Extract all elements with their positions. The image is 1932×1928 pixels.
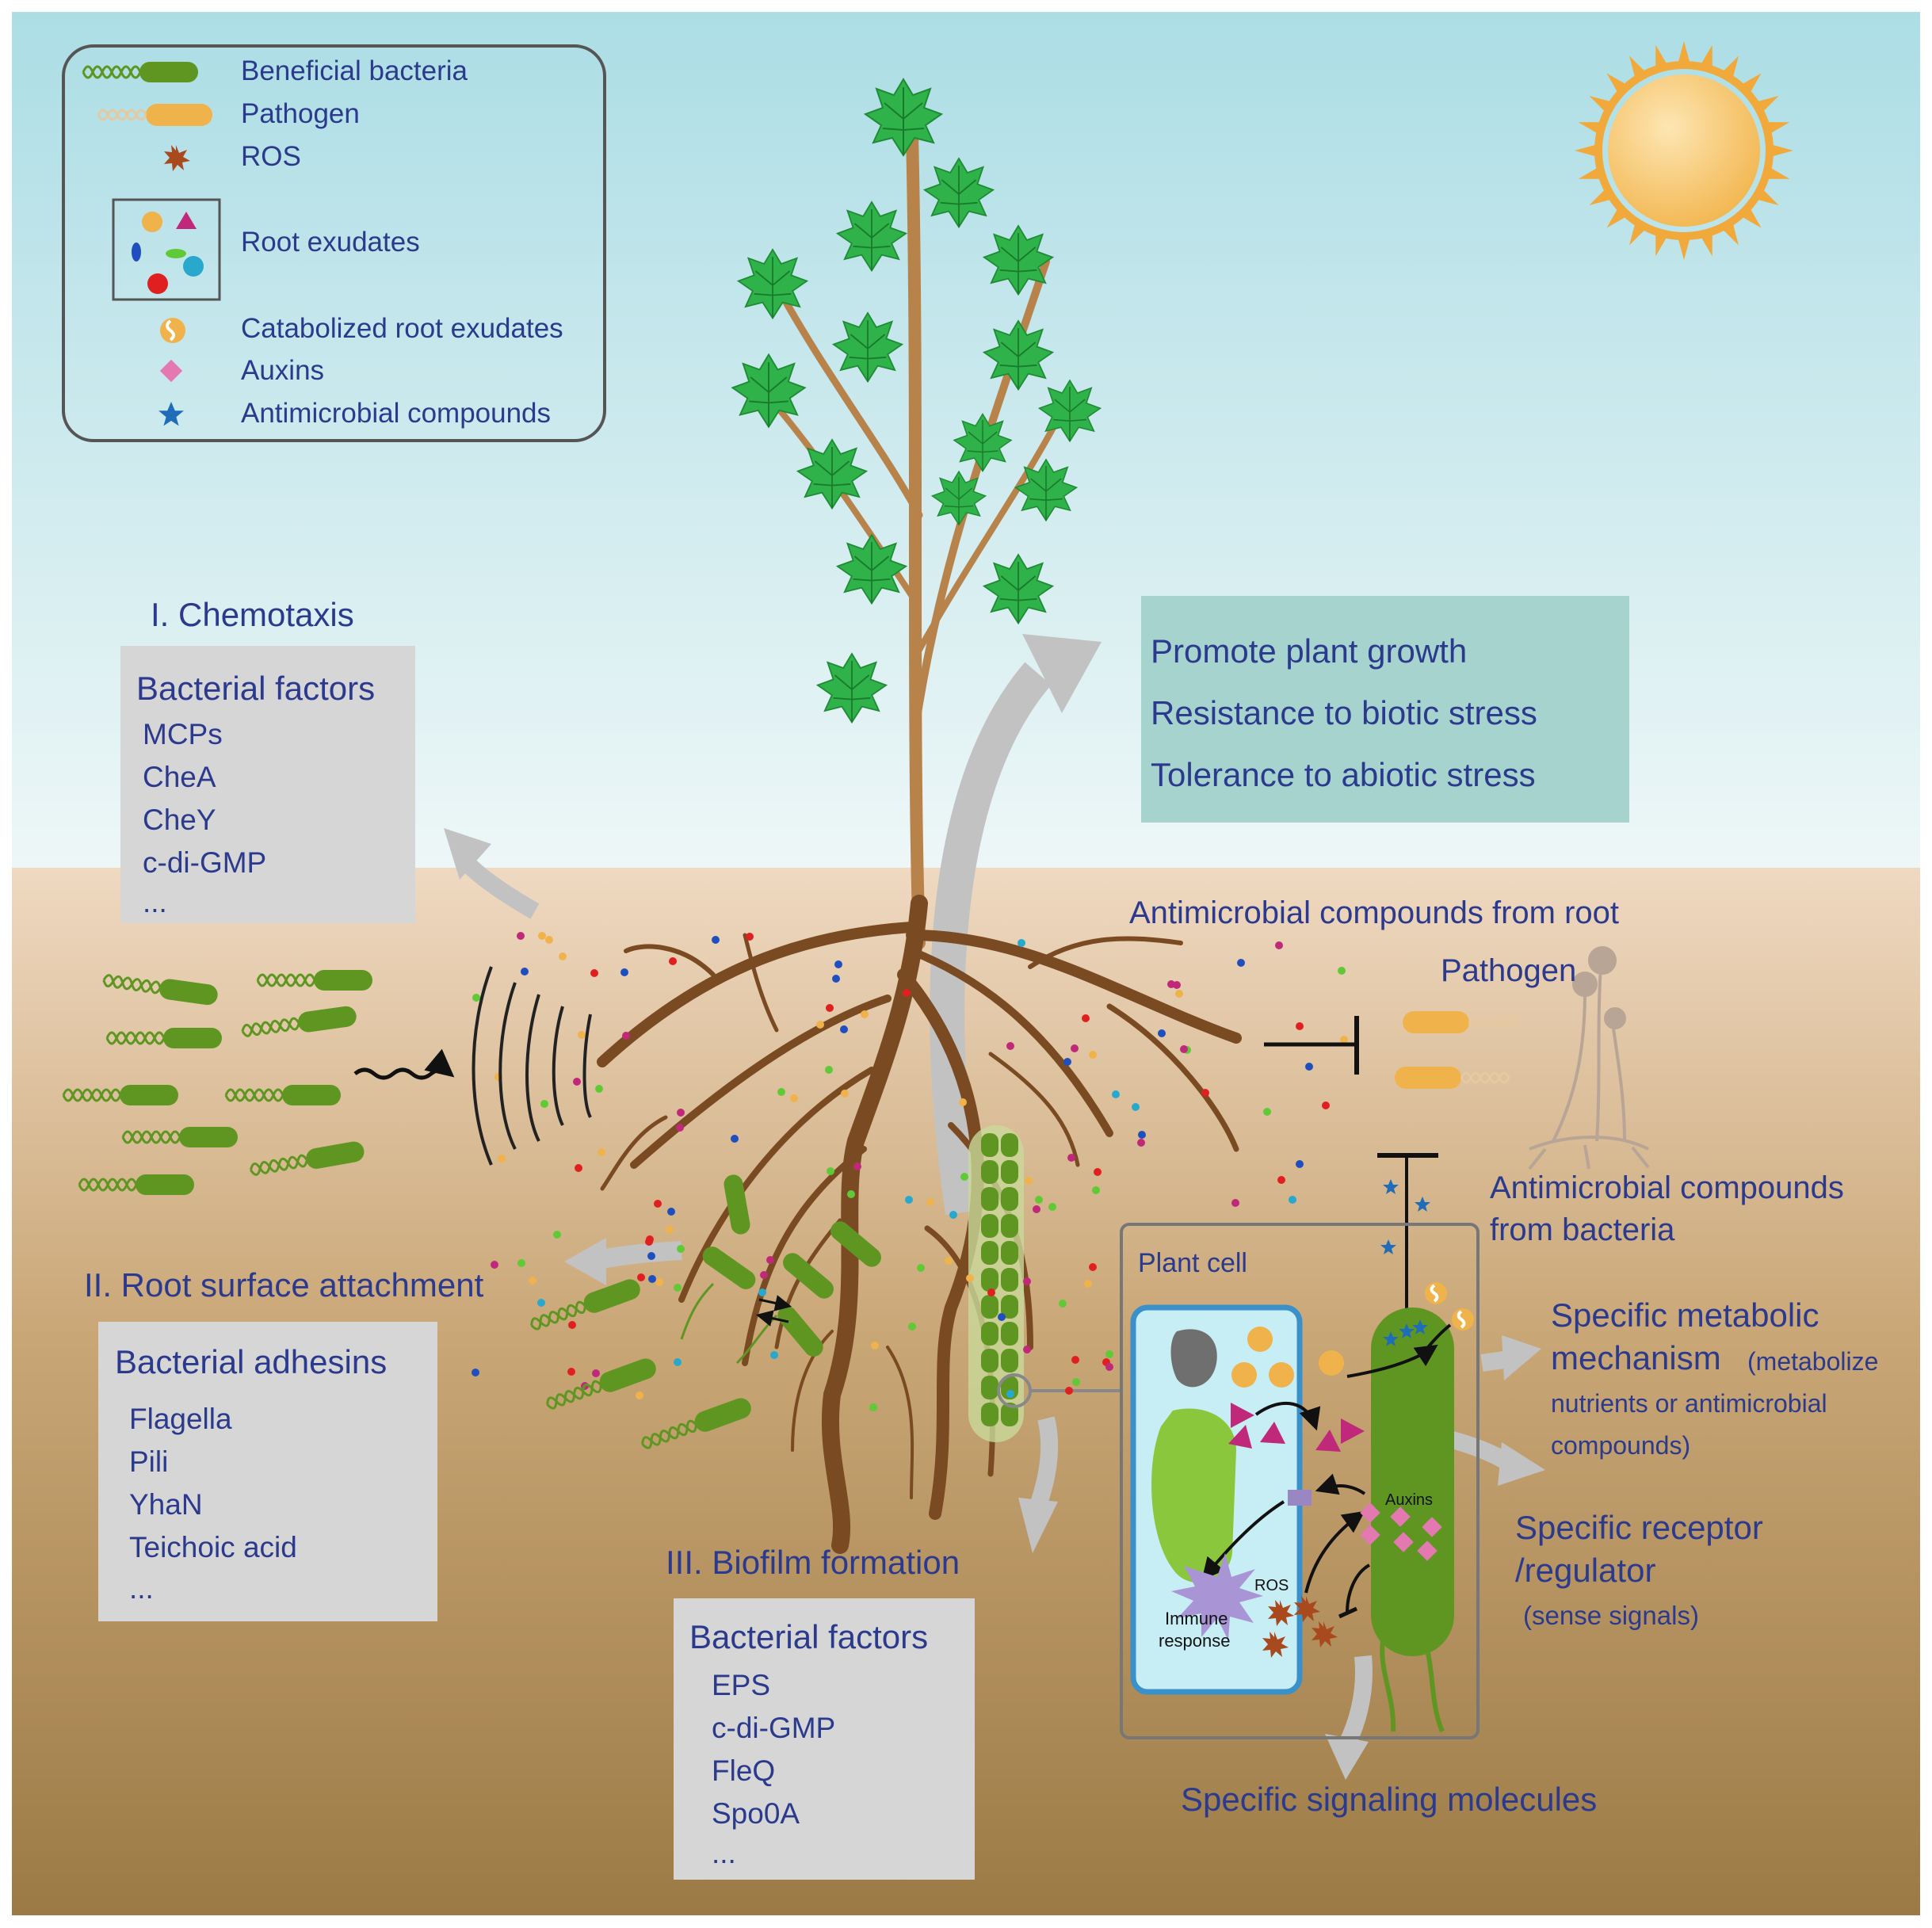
biofilm-item: EPS <box>712 1669 771 1701</box>
receptor-label-3: (sense signals) <box>1523 1601 1699 1630</box>
legend-label-beneficial: Beneficial bacteria <box>241 55 468 86</box>
attach-arrow-left <box>755 1310 789 1327</box>
metabolic-label: Specific metabolic <box>1551 1296 1819 1334</box>
adhesin-item: Flagella <box>129 1403 232 1435</box>
outcome-abiotic: Tolerance to abiotic stress <box>1151 756 1536 793</box>
antimicrobial-bacteria-label-2: from bacteria <box>1490 1212 1675 1247</box>
legend-label-auxins: Auxins <box>241 355 325 386</box>
adhesins-box-title: Bacterial adhesins <box>115 1343 388 1380</box>
root-exudates-icon <box>112 198 221 301</box>
chemotaxis-item: c-di-GMP <box>143 846 267 879</box>
cell-nucleus <box>1170 1329 1217 1388</box>
biofilm-item: ... <box>712 1837 736 1869</box>
legend-label-antimicrobial: Antimicrobial compounds <box>241 398 552 429</box>
catabolized-exudates-icon <box>160 318 185 343</box>
biofilm-item: c-di-GMP <box>712 1712 836 1744</box>
attach-arrow-right <box>758 1295 792 1311</box>
chemotaxis-box-title: Bacterial factors <box>136 670 376 707</box>
zoom-panel <box>1120 1223 1480 1739</box>
immune-label-2: response <box>1159 1631 1231 1651</box>
outcomes-box <box>1141 596 1629 823</box>
attachment-title: II. Root surface attachment <box>84 1266 484 1304</box>
immune-label: Immune <box>1165 1609 1228 1628</box>
adhesins-box <box>98 1322 437 1621</box>
outcome-growth: Promote plant growth <box>1151 632 1468 670</box>
receptor-label-2: /regulator <box>1515 1552 1656 1589</box>
fungal-pathogen-icon <box>1528 946 1650 1170</box>
metabolic-label-3: nutrients or antimicrobial <box>1551 1389 1827 1418</box>
legend-label-pathogen: Pathogen <box>241 98 360 129</box>
biofilm-box <box>674 1598 975 1880</box>
legend-label-catabolized: Catabolized root exudates <box>241 313 563 344</box>
plant-cell-label: Plant cell <box>1138 1248 1247 1278</box>
attaching-bacteria <box>526 1174 881 1456</box>
biofilm-box-title: Bacterial factors <box>689 1618 929 1655</box>
chemotaxis-wavy-arrow <box>353 1048 455 1080</box>
legend-label-exudates: Root exudates <box>241 227 420 258</box>
antimicrobial-root-label: Antimicrobial compounds from root <box>1129 895 1620 930</box>
adhesin-item: Teichoic acid <box>129 1531 297 1563</box>
chemotaxis-item: CheA <box>143 761 216 793</box>
sun-icon <box>1575 41 1793 260</box>
biofilm-title: III. Biofilm formation <box>666 1544 960 1581</box>
chemotaxis-item: CheY <box>143 804 216 836</box>
biofilm-item: FleQ <box>712 1754 776 1787</box>
chemical-gradient-arcs <box>472 966 592 1166</box>
pathogen-icon <box>97 104 212 126</box>
chemotaxis-item: ... <box>143 886 167 918</box>
metabolic-label-2: mechanism <box>1551 1339 1721 1376</box>
cell-auxins-label: Auxins <box>1385 1491 1434 1509</box>
cell-vacuole <box>1151 1408 1236 1583</box>
antimicrobial-bacteria-label: Antimicrobial compounds <box>1490 1170 1844 1205</box>
cell-ros-label: ROS <box>1254 1577 1289 1594</box>
adhesin-item: Pili <box>129 1445 169 1478</box>
biofilm-arrow <box>1029 1416 1059 1509</box>
zoom-bacterium <box>1371 1308 1454 1656</box>
legend-label-ros: ROS <box>241 141 301 172</box>
metabolic-label-4: compounds) <box>1551 1431 1691 1460</box>
outcome-biotic: Resistance to biotic stress <box>1151 694 1537 731</box>
metabolic-paren: (metabolize <box>1747 1347 1879 1376</box>
adhesin-item: YhaN <box>129 1488 203 1521</box>
chemotaxis-title: I. Chemotaxis <box>151 596 354 633</box>
chemotaxis-item: MCPs <box>143 718 223 750</box>
biofilm-bacteria <box>981 1133 1018 1426</box>
attachment-arrow <box>594 1241 682 1269</box>
biofilm-item: Spo0A <box>712 1797 800 1830</box>
chemotaxis-arrow <box>461 857 540 919</box>
signaling-label: Specific signaling molecules <box>1181 1781 1598 1818</box>
adhesin-item: ... <box>129 1572 154 1605</box>
cell-receptor <box>1288 1490 1312 1506</box>
chemotaxis-box <box>120 646 415 923</box>
legend-frame <box>62 44 606 442</box>
receptor-label: Specific receptor <box>1515 1509 1763 1546</box>
root-exudate-dots <box>472 932 1348 1411</box>
immune-response-burst <box>1171 1553 1263 1640</box>
pathogen-label: Pathogen <box>1441 953 1577 988</box>
